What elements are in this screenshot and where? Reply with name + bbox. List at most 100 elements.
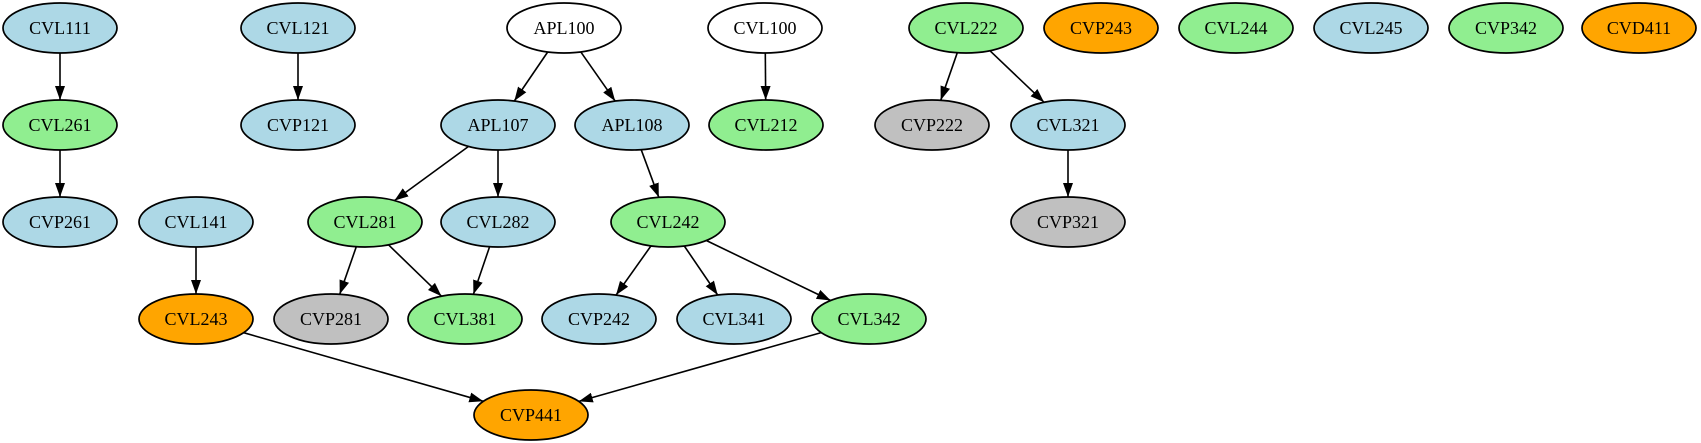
node-CVP281: CVP281 [273, 293, 389, 345]
node-CVL141: CVL141 [138, 196, 254, 248]
edge-CVL342-CVP441 [578, 331, 822, 403]
node-CVL245: CVL245 [1313, 2, 1429, 54]
node-CVP261: CVP261 [2, 196, 118, 248]
node-label-CVL282: CVL282 [467, 212, 530, 232]
node-label-CVL100: CVL100 [734, 18, 797, 38]
edge-APL107-CVL281 [393, 145, 470, 202]
node-ellipse-CVL242 [610, 196, 726, 248]
node-CVL100: CVL100 [707, 2, 823, 54]
node-label-CVL111: CVL111 [29, 18, 91, 38]
node-ellipse-CVL381 [407, 293, 523, 345]
node-ellipse-APL107 [440, 99, 556, 151]
node-ellipse-CVP121 [240, 99, 356, 151]
node-ellipse-CVL321 [1010, 99, 1126, 151]
node-label-CVL281: CVL281 [334, 212, 397, 232]
node-ellipse-CVD411 [1581, 2, 1697, 54]
node-label-CVL212: CVL212 [735, 115, 798, 135]
node-ellipse-CVP242 [541, 293, 657, 345]
node-label-APL108: APL108 [601, 115, 662, 135]
node-ellipse-CVL243 [138, 293, 254, 345]
node-label-CVL141: CVL141 [165, 212, 228, 232]
node-label-CVP281: CVP281 [300, 309, 362, 329]
node-ellipse-CVL281 [307, 196, 423, 248]
node-ellipse-CVP281 [273, 293, 389, 345]
node-CVP121: CVP121 [240, 99, 356, 151]
node-CVP243: CVP243 [1043, 2, 1159, 54]
node-CVL381: CVL381 [407, 293, 523, 345]
node-label-CVL261: CVL261 [29, 115, 92, 135]
node-CVL341: CVL341 [676, 293, 792, 345]
node-ellipse-CVL341 [676, 293, 792, 345]
node-label-CVD411: CVD411 [1607, 18, 1671, 38]
node-APL108: APL108 [574, 99, 690, 151]
node-ellipse-CVL261 [2, 99, 118, 151]
node-label-CVL342: CVL342 [838, 309, 901, 329]
node-ellipse-CVL342 [811, 293, 927, 345]
node-ellipse-APL108 [574, 99, 690, 151]
node-CVL244: CVL244 [1178, 2, 1294, 54]
node-CVL222: CVL222 [908, 2, 1024, 54]
node-ellipse-CVP441 [473, 389, 589, 441]
node-label-CVL244: CVL244 [1205, 18, 1268, 38]
node-CVL321: CVL321 [1010, 99, 1126, 151]
edge-CVL281-CVL381 [387, 244, 443, 297]
edge-CVL282-CVL381 [472, 246, 491, 295]
edge-CVL242-CVP242 [615, 245, 652, 296]
node-label-APL100: APL100 [533, 18, 594, 38]
node-label-CVP243: CVP243 [1070, 18, 1132, 38]
node-ellipse-CVL244 [1178, 2, 1294, 54]
node-ellipse-CVP222 [874, 99, 990, 151]
node-CVL121: CVL121 [240, 2, 356, 54]
node-CVL342: CVL342 [811, 293, 927, 345]
node-ellipse-CVP342 [1448, 2, 1564, 54]
node-CVL242: CVL242 [610, 196, 726, 248]
node-label-CVL242: CVL242 [637, 212, 700, 232]
node-label-CVL245: CVL245 [1340, 18, 1403, 38]
node-CVP441: CVP441 [473, 389, 589, 441]
node-CVL261: CVL261 [2, 99, 118, 151]
edge-APL100-APL107 [513, 51, 549, 102]
edges-layer [55, 50, 1073, 403]
node-CVL243: CVL243 [138, 293, 254, 345]
node-label-CVL243: CVL243 [165, 309, 228, 329]
edge-CVL243-CVP441 [243, 331, 484, 403]
node-label-CVL121: CVL121 [267, 18, 330, 38]
node-CVL212: CVL212 [708, 99, 824, 151]
node-label-CVL381: CVL381 [434, 309, 497, 329]
edge-APL100-APL108 [580, 51, 616, 102]
edge-APL108-CVL242 [640, 149, 660, 198]
node-label-CVP321: CVP321 [1037, 212, 1099, 232]
node-CVL111: CVL111 [2, 2, 118, 54]
node-label-CVP242: CVP242 [568, 309, 630, 329]
node-CVD411: CVD411 [1581, 2, 1697, 54]
node-label-CVL341: CVL341 [703, 309, 766, 329]
node-label-CVP261: CVP261 [29, 212, 91, 232]
node-label-CVP222: CVP222 [901, 115, 963, 135]
node-label-CVL321: CVL321 [1037, 115, 1100, 135]
edge-CVL222-CVL321 [989, 50, 1045, 103]
node-APL100: APL100 [506, 2, 622, 54]
edge-CVL222-CVP222 [939, 52, 959, 101]
node-ellipse-CVL282 [440, 196, 556, 248]
node-label-APL107: APL107 [467, 115, 528, 135]
node-CVP242: CVP242 [541, 293, 657, 345]
node-label-CVL222: CVL222 [935, 18, 998, 38]
node-CVP222: CVP222 [874, 99, 990, 151]
node-ellipse-CVP261 [2, 196, 118, 248]
node-ellipse-CVL222 [908, 2, 1024, 54]
node-CVP321: CVP321 [1010, 196, 1126, 248]
node-CVL282: CVL282 [440, 196, 556, 248]
node-ellipse-CVP321 [1010, 196, 1126, 248]
node-label-CVP342: CVP342 [1475, 18, 1537, 38]
node-ellipse-CVL141 [138, 196, 254, 248]
node-ellipse-CVL111 [2, 2, 118, 54]
node-CVL281: CVL281 [307, 196, 423, 248]
edge-CVL281-CVP281 [338, 246, 358, 295]
node-label-CVP441: CVP441 [500, 405, 562, 425]
node-ellipse-CVL100 [707, 2, 823, 54]
node-ellipse-CVP243 [1043, 2, 1159, 54]
node-CVP342: CVP342 [1448, 2, 1564, 54]
